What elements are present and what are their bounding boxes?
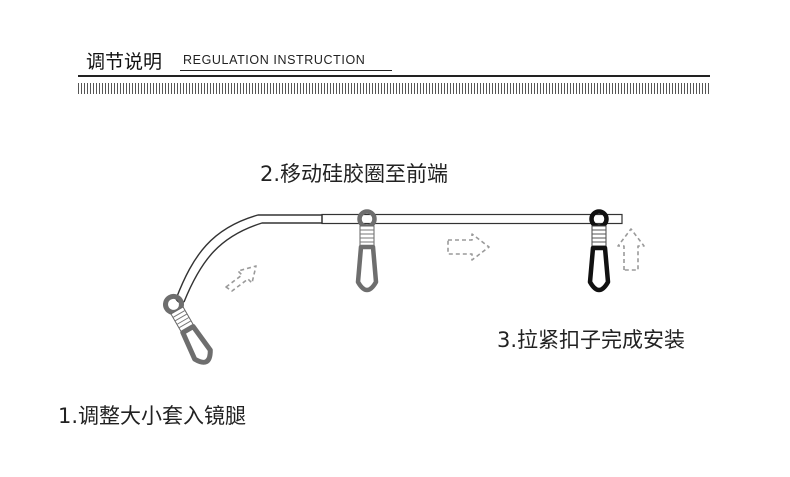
step-2-label: 2.移动硅胶圈至前端 — [260, 162, 449, 186]
rubber-loop-1 — [163, 293, 213, 365]
header-hatch-band — [78, 83, 710, 94]
step-3-label: 3.拉紧扣子完成安装 — [497, 328, 686, 352]
arrow-right-icon — [447, 233, 490, 261]
rubber-loop-2 — [355, 209, 379, 293]
header-rule — [78, 75, 710, 77]
header-subtitle: REGULATION INSTRUCTION — [183, 53, 366, 67]
step-1-label: 1.调整大小套入镜腿 — [58, 404, 247, 428]
arrow-diagonal-icon — [225, 265, 257, 292]
arrow-up-icon — [617, 228, 645, 271]
header-title: 调节说明 — [86, 51, 163, 73]
rubber-loop-3 — [587, 209, 611, 293]
header-subtitle-underline — [180, 70, 392, 71]
temple-arm — [175, 213, 623, 304]
